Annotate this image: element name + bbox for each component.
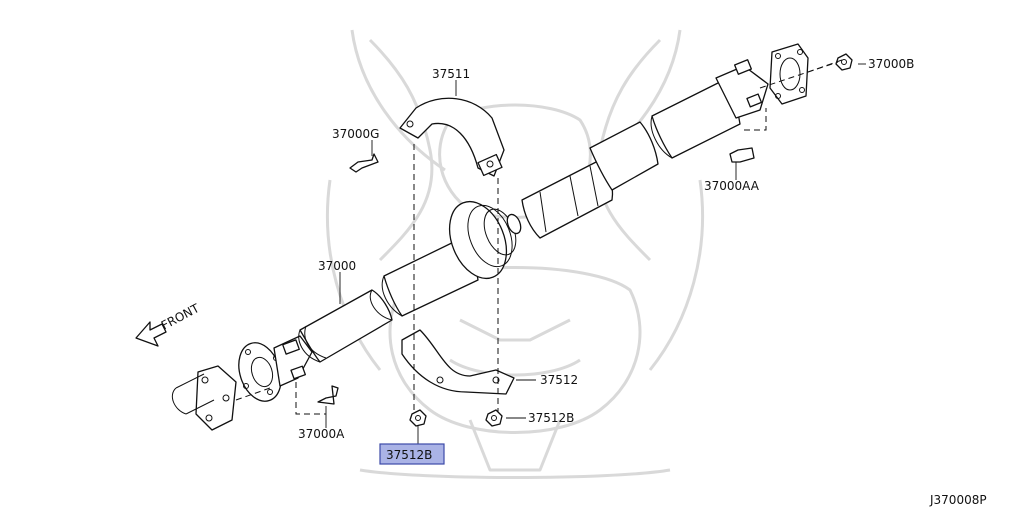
label-37000g[interactable]: 37000G: [332, 127, 379, 141]
highlighted-part-label[interactable]: 37512B: [379, 443, 445, 465]
bolt-37000aa[interactable]: [729, 147, 755, 163]
lower-bracket-37512[interactable]: [401, 329, 515, 395]
label-37000[interactable]: 37000: [318, 259, 356, 273]
label-37511[interactable]: 37511: [432, 67, 470, 81]
leader-lines: [325, 63, 866, 444]
upper-bracket-37511[interactable]: [399, 97, 505, 177]
center-bearing-boot: [448, 201, 522, 279]
front-universal-joint: [273, 335, 313, 387]
propeller-shaft-assembly: [171, 43, 809, 431]
label-37512b-right[interactable]: 37512B: [528, 411, 574, 425]
front-direction-indicator: FRONT: [135, 301, 202, 347]
front-arrow-icon: [135, 321, 167, 347]
label-37512b-highlighted[interactable]: 37512B: [386, 448, 432, 462]
watermark-logo: [326, 29, 704, 479]
bolt-37000g[interactable]: [349, 153, 379, 173]
companion-flange: [238, 342, 282, 402]
rear-center-section: [521, 159, 614, 239]
nut-37000b[interactable]: [835, 53, 853, 71]
rear-universal-joint: [715, 59, 769, 119]
label-37000a[interactable]: 37000A: [298, 427, 345, 441]
rear-flange: [171, 365, 237, 431]
nut-37512b-right[interactable]: [485, 409, 503, 427]
label-37000aa[interactable]: 37000AA: [704, 179, 760, 193]
nut-37512b-left[interactable]: [409, 409, 427, 427]
assembly-guides: [235, 59, 843, 415]
front-shaft-tube: [298, 289, 393, 363]
label-37000b[interactable]: 37000B: [868, 57, 914, 71]
bolt-37000a[interactable]: [317, 385, 339, 405]
label-37512[interactable]: 37512: [540, 373, 578, 387]
rear-shaft-tube: [589, 81, 741, 191]
diagram-code: J370008P: [929, 493, 987, 507]
rear-end-flange: [769, 43, 809, 105]
front-label: FRONT: [159, 301, 202, 333]
